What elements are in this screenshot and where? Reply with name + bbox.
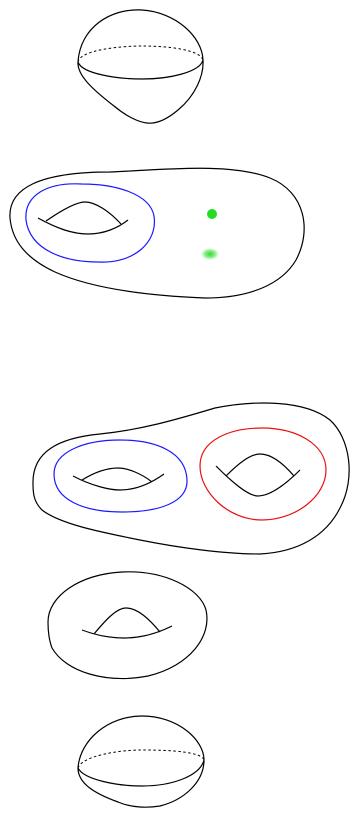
sphere-bottom (78, 716, 204, 807)
torus-two-points-handle-lower (38, 218, 128, 234)
sphere-bottom-equator-front (78, 760, 204, 786)
sphere-bottom-equator-back (78, 750, 204, 768)
torus-bottom-handle-upper (94, 608, 160, 634)
genus-two-left-handle-upper (82, 468, 152, 482)
genus-two-left-handle-lower (73, 474, 164, 490)
genus-two-outline (33, 403, 349, 554)
torus-two-points (10, 168, 304, 298)
sphere-top-equator-back (78, 46, 203, 62)
sphere-top-outline (78, 10, 203, 123)
sphere-top-equator-front (78, 60, 203, 79)
sphere-bottom-outline (78, 716, 204, 807)
torus-two-points-outline (10, 168, 304, 298)
marked-point-solid (207, 209, 217, 219)
genus-two-red-curve (200, 428, 326, 520)
marked-point-blurred (201, 248, 219, 260)
genus-two-right-handle-upper (226, 454, 294, 476)
sphere-top (78, 10, 203, 123)
torus-two-points-handle-upper (46, 202, 121, 224)
torus-bottom-outline (48, 572, 207, 679)
genus-two-right-handle-lower (216, 466, 300, 496)
torus-bottom (48, 572, 207, 679)
genus-two-surface (33, 403, 349, 554)
torus-two-points-blue-curve (26, 184, 155, 262)
